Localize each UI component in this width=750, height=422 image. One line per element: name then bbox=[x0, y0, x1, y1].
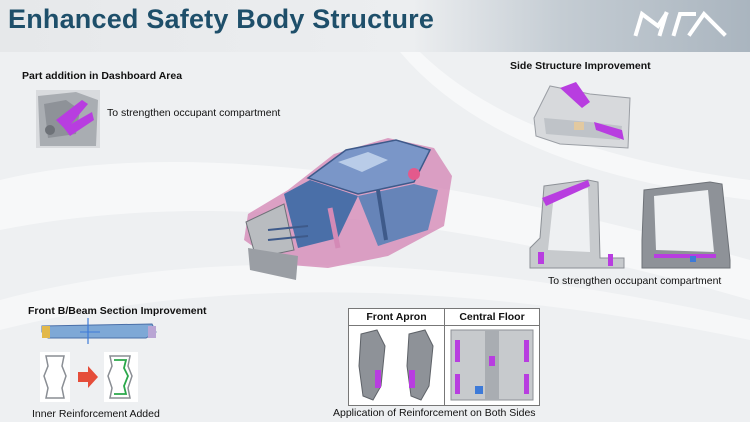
front-beam-heading: Front B/Beam Section Improvement bbox=[28, 305, 207, 317]
reinforcement-caption: Application of Reinforcement on Both Sid… bbox=[333, 407, 536, 419]
dashboard-caption: To strengthen occupant compartment bbox=[107, 107, 281, 119]
page-title: Enhanced Safety Body Structure bbox=[8, 4, 435, 34]
header-band bbox=[0, 0, 750, 52]
front-beam-section-image bbox=[40, 352, 138, 402]
central-floor-image bbox=[450, 329, 534, 401]
front-beam-image bbox=[41, 318, 157, 344]
dashboard-part-image bbox=[36, 90, 100, 148]
front-apron-image bbox=[358, 329, 434, 401]
front-beam-caption: Inner Reinforcement Added bbox=[32, 408, 160, 420]
side-structure-right-image bbox=[641, 181, 731, 269]
side-structure-heading: Side Structure Improvement bbox=[510, 60, 651, 72]
body-structure-image bbox=[244, 138, 452, 280]
reinforcement-table: Front Apron Central Floor bbox=[348, 308, 540, 406]
side-structure-top-image bbox=[533, 82, 631, 149]
front-apron-header: Front Apron bbox=[349, 309, 444, 326]
dashboard-heading: Part addition in Dashboard Area bbox=[22, 70, 183, 82]
side-structure-caption: To strengthen occupant compartment bbox=[548, 275, 722, 287]
table-divider bbox=[444, 309, 445, 405]
kia-logo bbox=[633, 10, 727, 37]
central-floor-header: Central Floor bbox=[445, 309, 539, 326]
side-structure-left-image bbox=[529, 179, 625, 269]
